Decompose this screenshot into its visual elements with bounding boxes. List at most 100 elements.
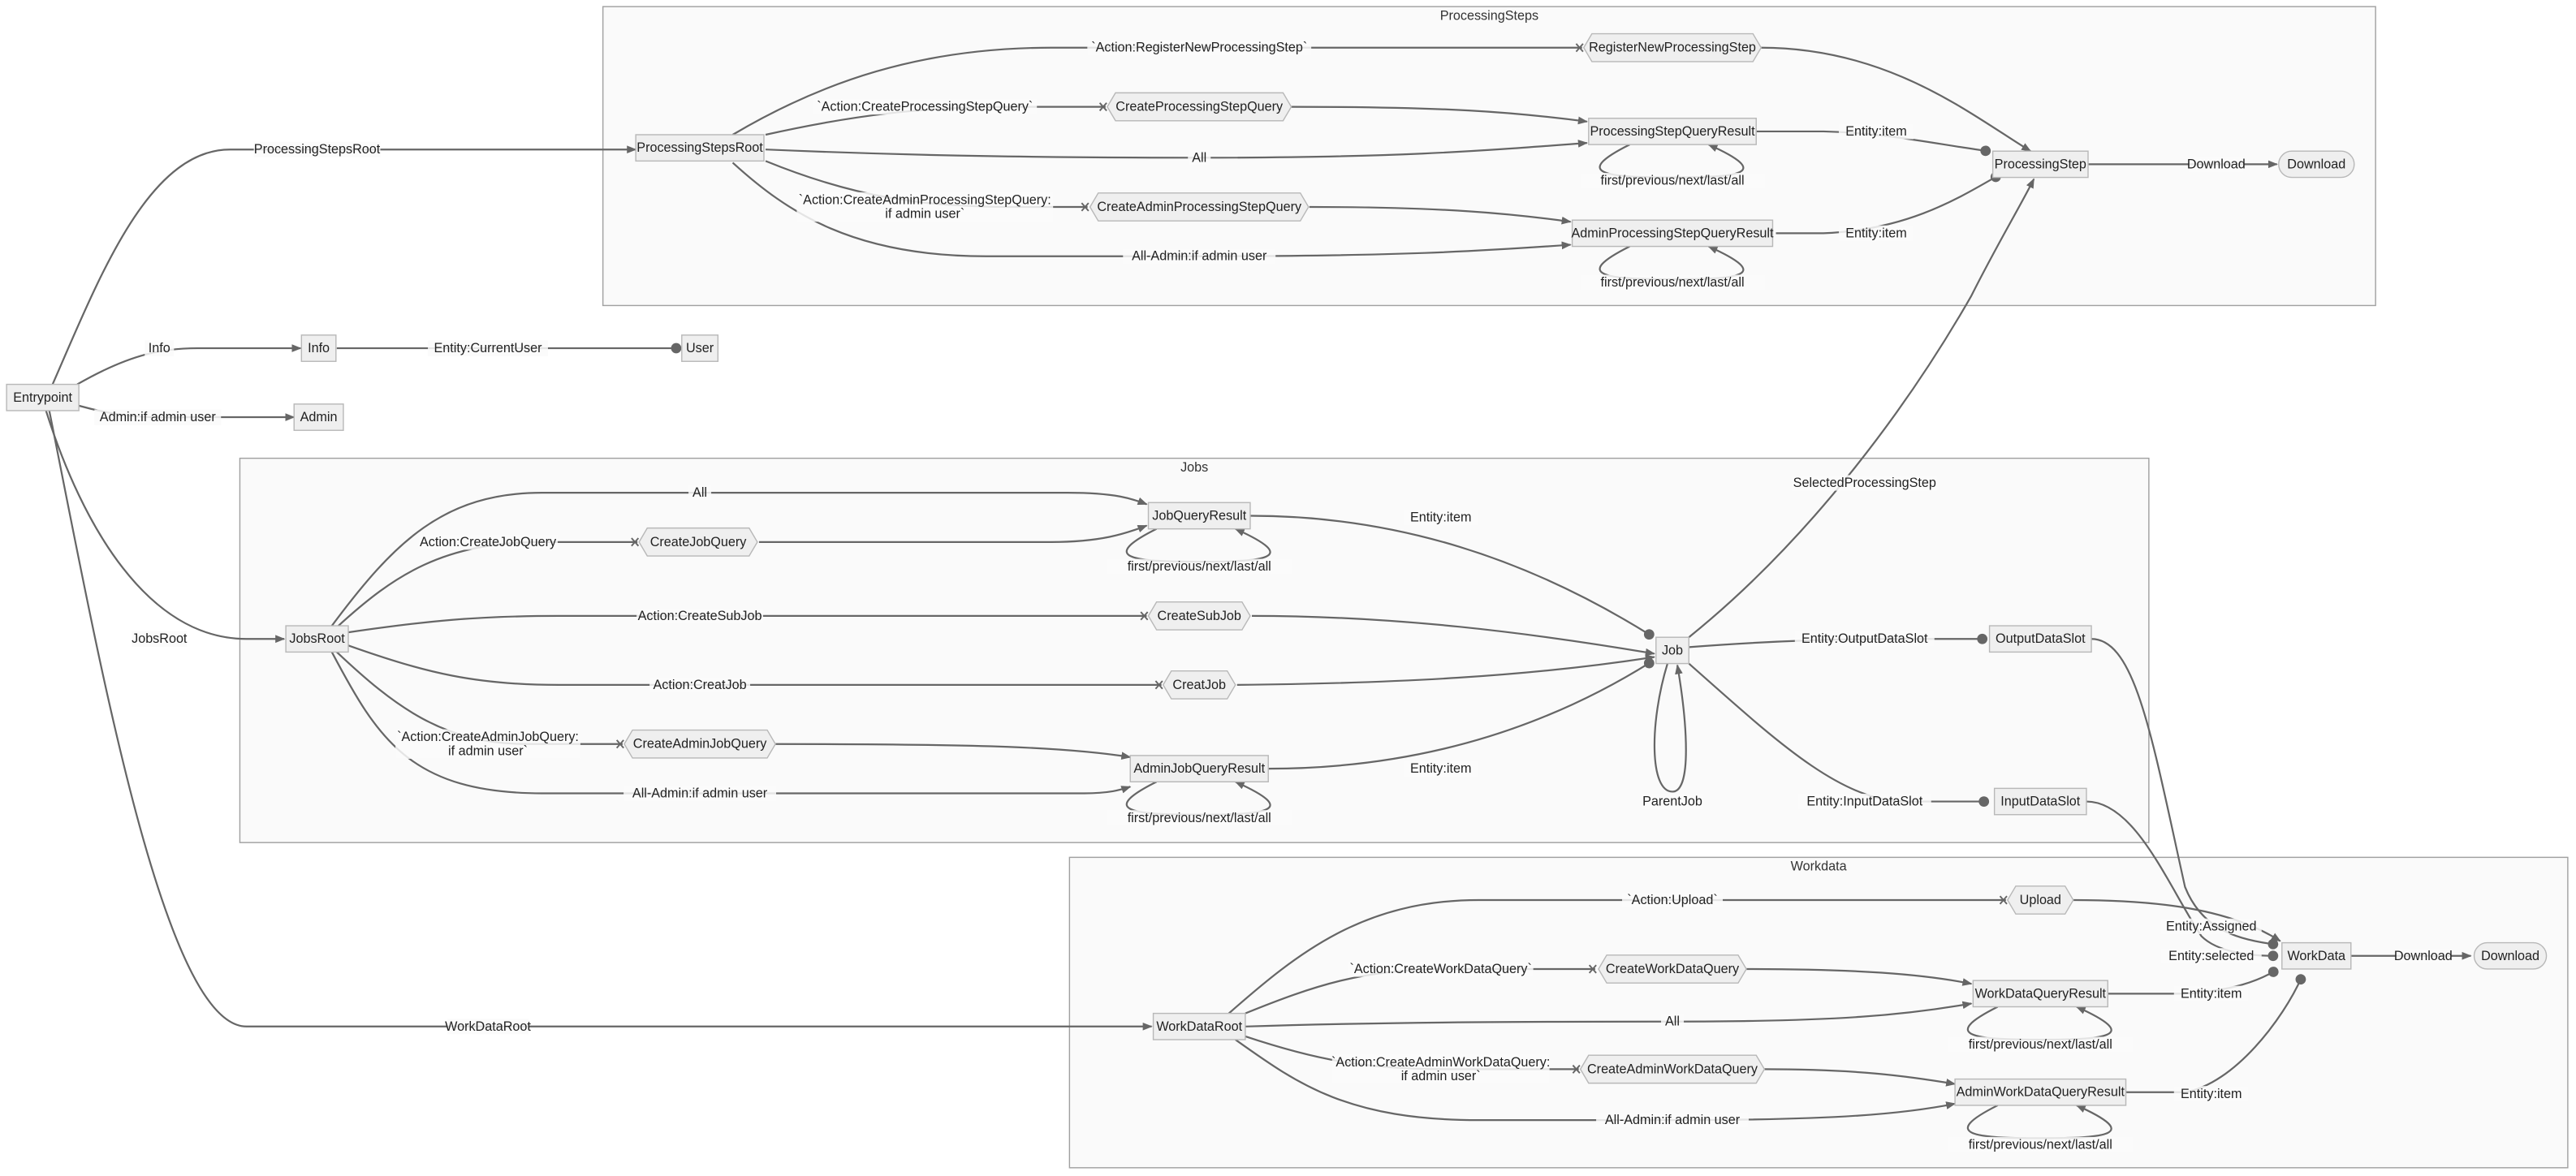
edge-label-background (1622, 892, 1723, 908)
edge-work-data-root-to-admin-work-data-query-result[interactable] (1235, 1039, 1957, 1122)
node-label: Admin (300, 410, 338, 424)
edge-label: first/previous/next/last/all (1948, 1036, 2134, 1053)
node-label: ProcessingStepQueryResult (1590, 124, 1755, 139)
edge-entrypoint-to-jobs-root[interactable] (45, 410, 286, 644)
edge-label-text: if admin user` (885, 207, 964, 222)
edge-label-background (132, 631, 188, 647)
edge-label-text: All (1665, 1014, 1680, 1029)
node-processing-step[interactable]: ProcessingStep (1991, 150, 2089, 179)
edge-jobs-root-to-creat-job[interactable] (347, 644, 1163, 690)
node-input-data-slot[interactable]: InputDataSlot (1993, 787, 2087, 816)
edge-processing-steps-root-to-register-new-processing-step[interactable] (731, 43, 1584, 136)
edge-label: Entity:InputDataSlot (1797, 793, 1931, 810)
node-job[interactable]: Job (1655, 636, 1689, 665)
node-admin-job-query-result[interactable]: AdminJobQueryResult (1129, 755, 1269, 782)
edge-label-background (1580, 173, 1765, 189)
edge-label: first/previous/next/last/all (1580, 274, 1765, 291)
edge-label-text: `Action:CreateAdminProcessingStepQuery: (799, 192, 1051, 207)
node-admin-work-data-query-result[interactable]: AdminWorkDataQueryResult (1954, 1078, 2127, 1106)
node-job-query-result[interactable]: JobQueryResult (1147, 502, 1251, 530)
edge-label-text: Download (2394, 949, 2453, 963)
node-create-admin-job-query[interactable]: CreateAdminJobQuery (624, 729, 776, 759)
edge-label: Entity:CurrentUser (428, 340, 548, 356)
edge-label-background (1403, 509, 1478, 526)
node-create-sub-job[interactable]: CreateSubJob (1147, 601, 1251, 631)
edge-create-admin-processing-step-query-to-admin-processing-step-query-result[interactable] (1309, 205, 1572, 225)
edge-jobs-root-to-admin-job-query-result[interactable] (330, 651, 1132, 795)
node-work-data[interactable]: WorkData (2281, 941, 2352, 970)
node-shape-hexagon (2007, 885, 2074, 915)
node-admin[interactable]: Admin (293, 403, 344, 431)
node-label: ProcessingStep (1995, 157, 2086, 171)
edge-admin-job-query-result-to-job[interactable] (1268, 657, 1655, 770)
node-download-wd[interactable]: Download (2473, 941, 2548, 970)
node-jobs-root[interactable]: JobsRoot (285, 625, 349, 653)
edge-entrypoint-to-work-data-root[interactable] (48, 410, 1153, 1031)
node-output-data-slot[interactable]: OutputDataSlot (1988, 625, 2092, 653)
node-shape-rect (6, 383, 80, 411)
node-user[interactable]: User (681, 334, 719, 362)
edge-job-to-processing-step[interactable] (1688, 178, 2035, 639)
edge-label: Entity:item (1838, 123, 1914, 140)
edge-jobs-root-to-job-query-result[interactable] (330, 492, 1148, 627)
node-label: CreateWorkDataQuery (1606, 962, 1740, 976)
node-shape-hexagon (1107, 92, 1292, 122)
edge-label-background (1838, 225, 1914, 242)
node-upload[interactable]: Upload (2007, 885, 2074, 915)
edge-label-background (428, 340, 548, 356)
edge-label-background (1948, 1136, 2134, 1153)
node-label: AdminJobQueryResult (1133, 761, 1265, 776)
node-shape-rect (1588, 118, 1757, 145)
edge-label-background (1661, 1014, 1685, 1030)
node-create-work-data-query[interactable]: CreateWorkDataQuery (1598, 954, 1747, 984)
edge-entrypoint-to-processing-steps-root[interactable] (51, 145, 637, 386)
edge-job-query-result-to-job[interactable] (1249, 515, 1655, 640)
node-label: CreatJob (1172, 678, 1226, 692)
node-create-job-query[interactable]: CreateJobQuery (638, 527, 758, 557)
edge-create-job-query-to-job-query-result[interactable] (758, 524, 1148, 543)
edge-job-to-job[interactable] (1653, 663, 1687, 793)
node-label: CreateJobQuery (650, 535, 748, 549)
node-register-new-processing-step[interactable]: RegisterNewProcessingStep (1582, 32, 1763, 62)
node-download-ps[interactable]: Download (2278, 150, 2355, 179)
edge-upload-to-work-data[interactable] (2073, 898, 2281, 942)
edge-label: `Action:CreateWorkDataQuery` (1348, 961, 1534, 977)
node-create-admin-processing-step-query[interactable]: CreateAdminProcessingStepQuery (1089, 192, 1310, 222)
edge-creat-job-to-job[interactable] (1236, 654, 1655, 687)
node-work-data-query-result[interactable]: WorkDataQueryResult (1972, 980, 2108, 1008)
cluster-title: Jobs (1180, 460, 1208, 475)
edge-create-processing-step-query-to-processing-step-query-result[interactable] (1291, 106, 1588, 125)
edge-create-sub-job-to-job[interactable] (1251, 614, 1655, 657)
edge-work-data-root-to-upload[interactable] (1228, 895, 2008, 1014)
edge-label-text: Entity:item (2181, 986, 2242, 1001)
node-work-data-root[interactable]: WorkDataRoot (1152, 1012, 1246, 1040)
edge-label-background (94, 409, 222, 425)
edge-label-text: All-Admin:if admin user (1132, 249, 1267, 264)
node-entrypoint[interactable]: Entrypoint (6, 383, 80, 411)
edge-label-background (253, 141, 381, 157)
node-processing-step-query-result[interactable]: ProcessingStepQueryResult (1588, 118, 1757, 145)
node-admin-processing-step-query-result[interactable]: AdminProcessingStepQueryResult (1572, 219, 1774, 248)
edge-label: first/previous/next/last/all (1107, 810, 1292, 826)
node-info[interactable]: Info (300, 334, 337, 362)
edge-label-background (688, 485, 712, 501)
edge-entrypoint-to-info[interactable] (76, 344, 302, 386)
node-shape-hexagon (1147, 601, 1251, 631)
node-create-admin-work-data-query[interactable]: CreateAdminWorkDataQuery (1579, 1054, 1766, 1084)
edge-register-new-processing-step-to-processing-step[interactable] (1761, 46, 2032, 153)
node-processing-steps-root[interactable]: ProcessingStepsRoot (635, 134, 765, 162)
node-shape-rect (1129, 755, 1269, 782)
edge-jobs-root-to-create-sub-job[interactable] (347, 611, 1149, 634)
cluster-box (602, 6, 2376, 307)
node-creat-job[interactable]: CreatJob (1162, 670, 1236, 700)
node-create-processing-step-query[interactable]: CreateProcessingStepQuery (1107, 92, 1292, 122)
node-label: Entrypoint (13, 390, 72, 405)
node-shape-rect (1972, 980, 2108, 1008)
edge-create-work-data-query-to-work-data-query-result[interactable] (1746, 967, 1973, 986)
edge-create-admin-job-query-to-admin-job-query-result[interactable] (775, 743, 1132, 760)
edge-label-text: Download (2187, 157, 2246, 171)
node-shape-hexagon (1598, 954, 1747, 984)
edge-create-admin-work-data-query-to-admin-work-data-query-result[interactable] (1764, 1068, 1957, 1087)
